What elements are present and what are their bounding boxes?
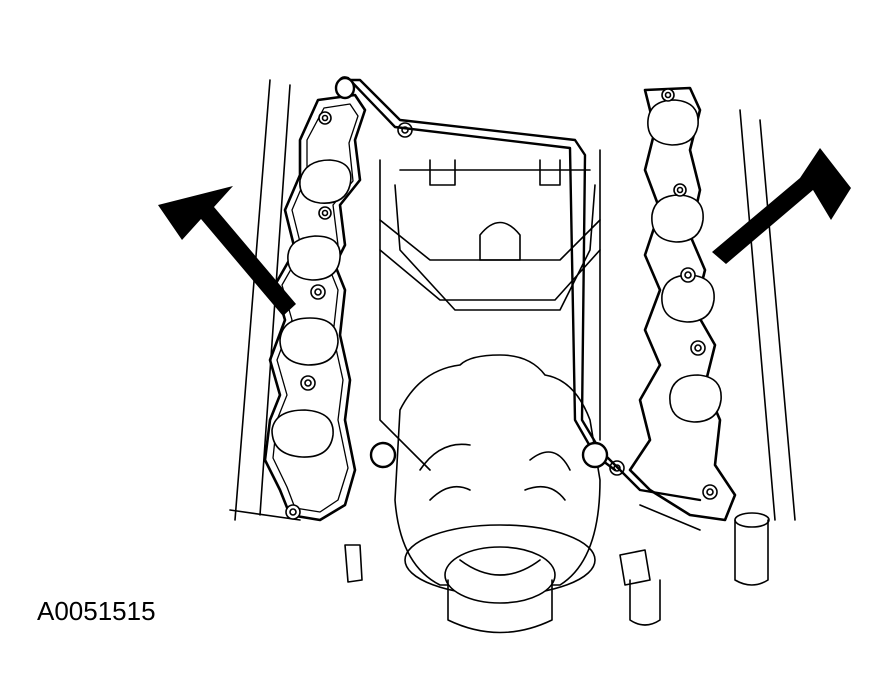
engine-block [229, 79, 796, 634]
crossover-seal [334, 76, 702, 502]
right-gasket-bolts [609, 88, 718, 500]
figure-id-label: A0051515 [37, 596, 156, 626]
right-gasket-ports [647, 99, 722, 423]
left-gasket-ports [271, 159, 352, 458]
left-gasket-bolts [285, 111, 413, 520]
right-callout-arrow [712, 148, 851, 264]
left-callout-arrow [158, 186, 296, 316]
